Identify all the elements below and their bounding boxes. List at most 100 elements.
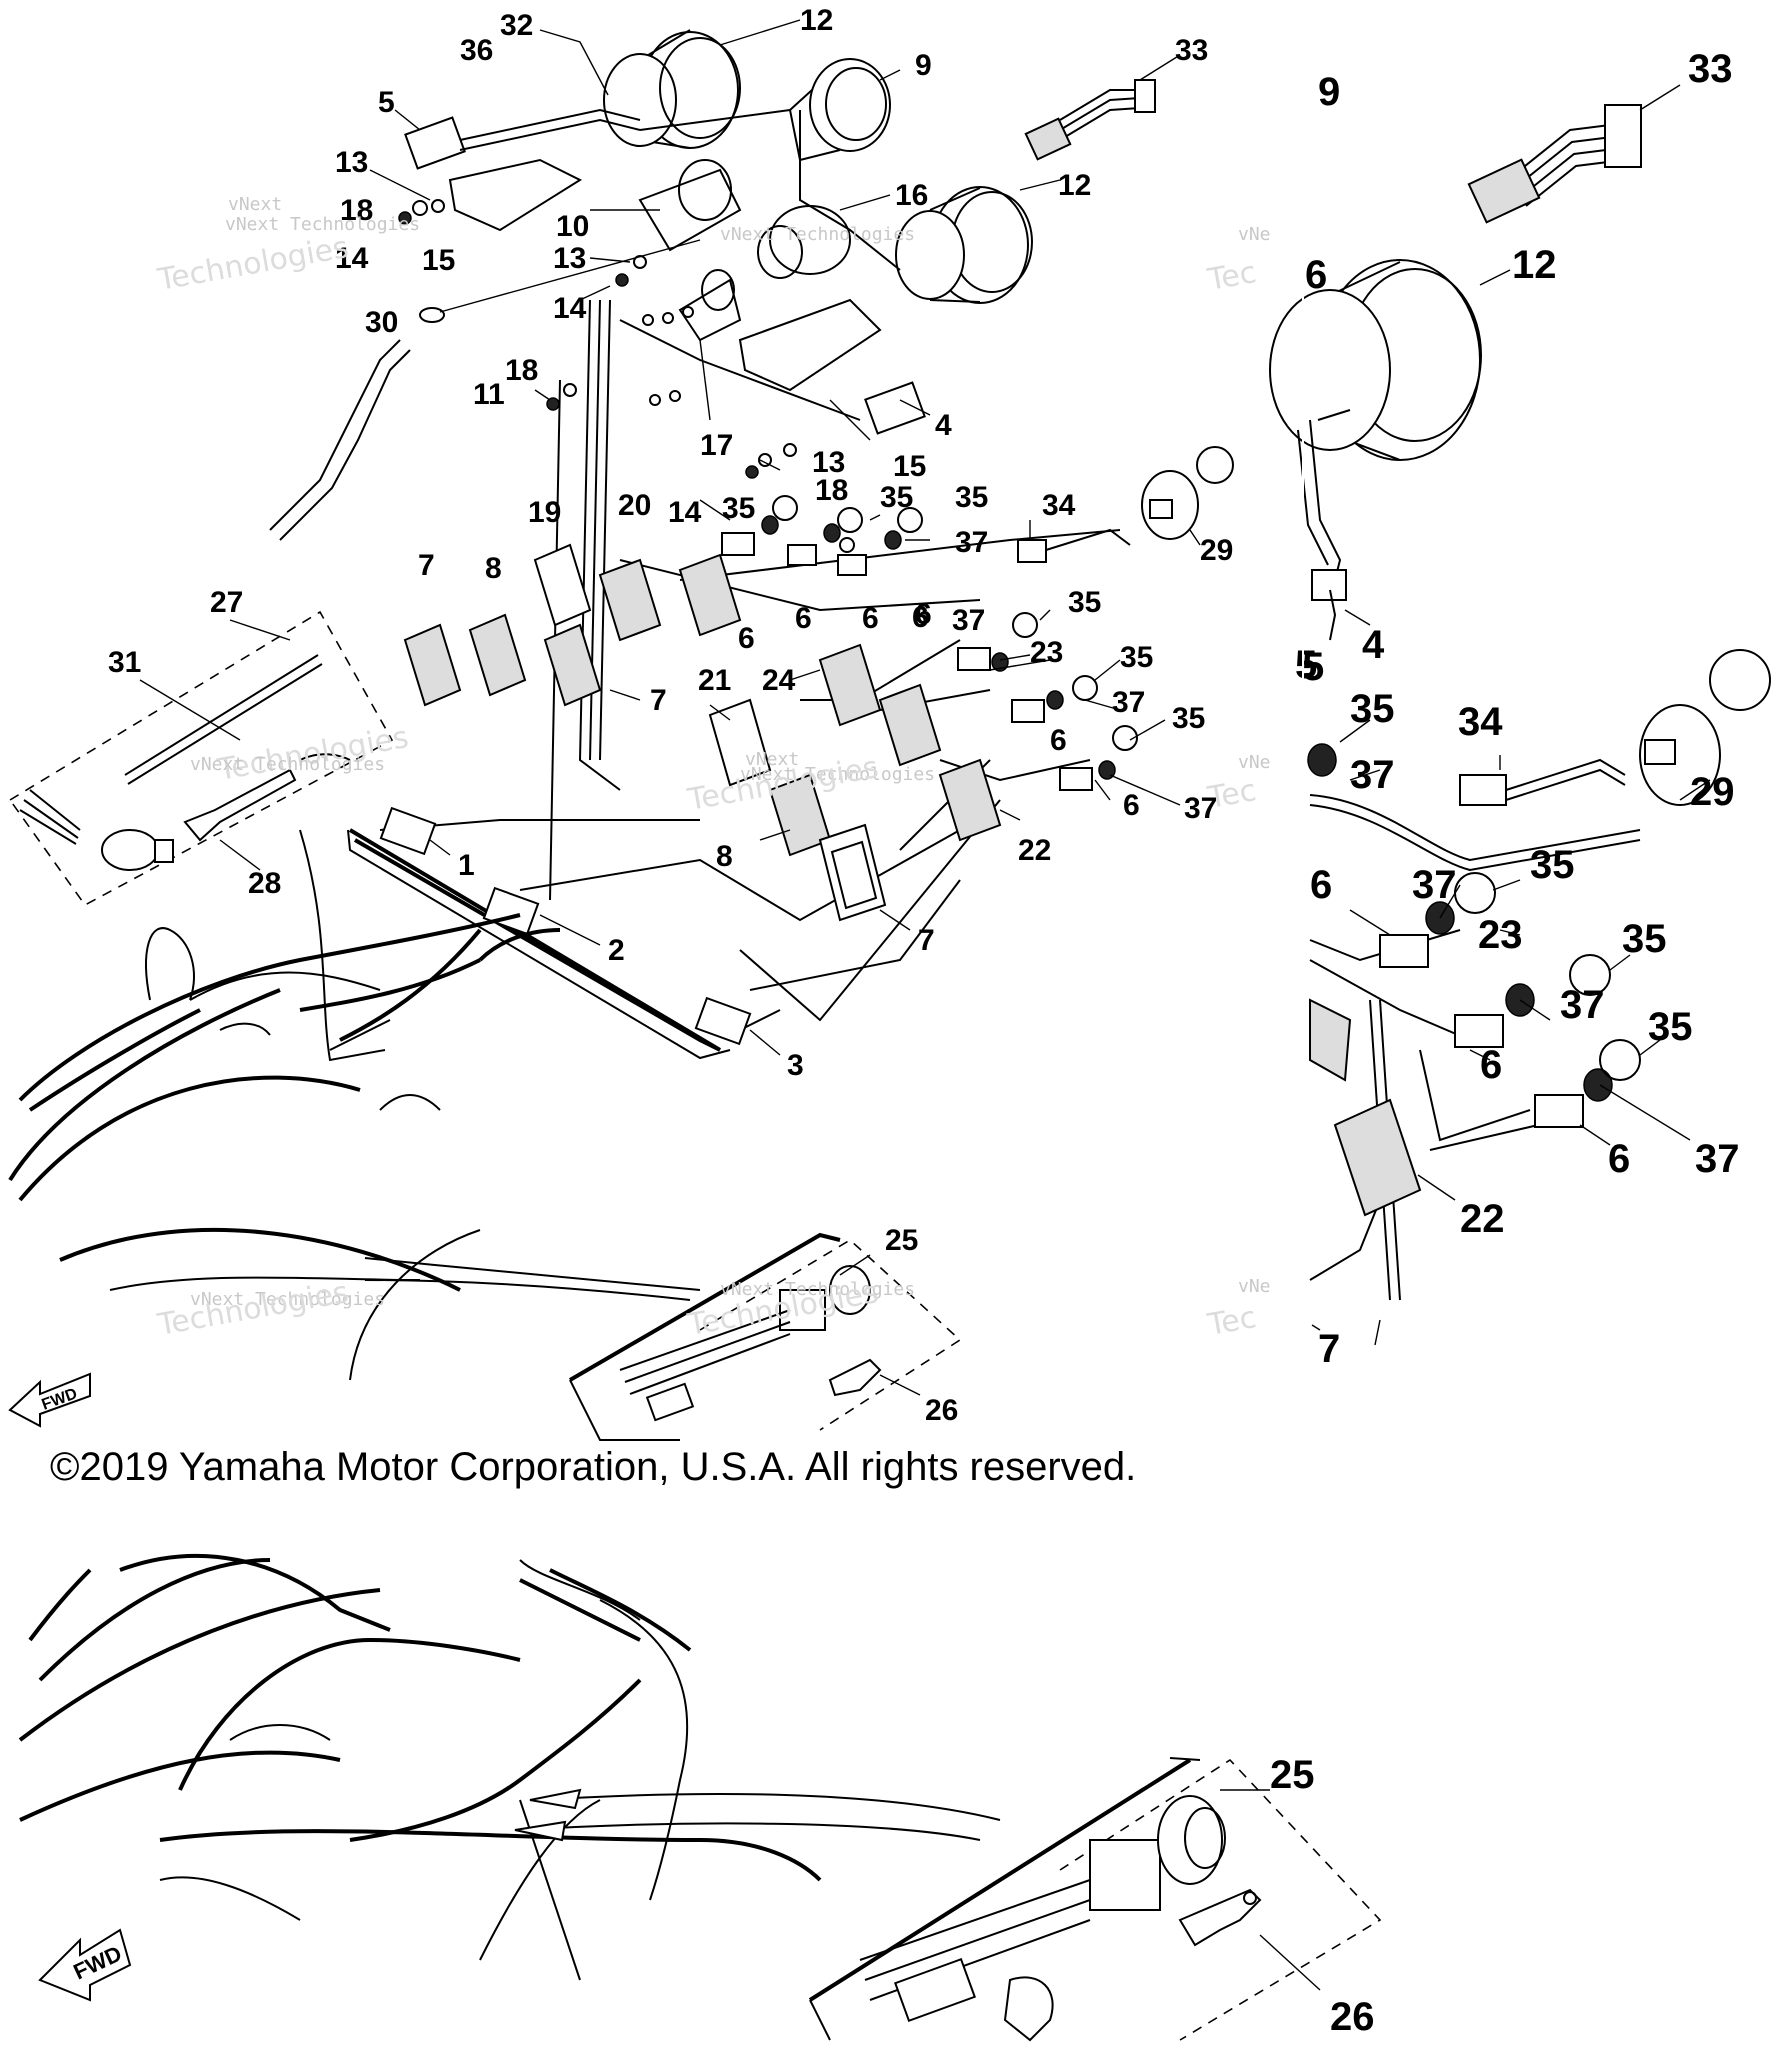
zoom-arrow-head-b — [514, 1820, 567, 1842]
callout: 35 — [1648, 1005, 1693, 1049]
bracket-17 — [678, 269, 742, 342]
switch-8-left — [468, 613, 527, 697]
callout: 14 — [668, 496, 702, 529]
cap-29 — [1141, 446, 1234, 540]
hose-30 — [269, 239, 701, 541]
watermark-fragment: vNext — [745, 749, 799, 770]
watercraft-hull — [8, 913, 561, 1381]
callout: 8 — [716, 840, 733, 873]
callout: 23 — [1478, 913, 1523, 957]
callout: 33 — [1175, 34, 1208, 67]
callout: 26 — [925, 1394, 958, 1427]
watermark-line-2: Technologies — [154, 230, 351, 298]
callout: 35 — [1350, 687, 1395, 731]
callout: 18 — [340, 194, 373, 227]
fasteners — [398, 199, 797, 479]
switch-7-left — [403, 623, 462, 707]
gauge-12-upper — [603, 29, 741, 149]
callout: 35 — [1068, 586, 1101, 619]
callout: 6 — [1123, 789, 1140, 822]
harness-to-hull — [339, 928, 482, 1042]
callout: 24 — [762, 664, 796, 697]
watermark-line-1: vNext Technologies — [190, 1289, 385, 1310]
watermark-line-1: vNext Technologies — [720, 1279, 915, 1300]
zoom-switch-22 — [1333, 1098, 1422, 1217]
callout: 29 — [1200, 534, 1233, 567]
fwd-arrow-icon: FWD — [8, 1372, 91, 1428]
callout: 7 — [918, 924, 935, 957]
callout: 35 — [1172, 702, 1205, 735]
gauge-bracket-10 — [638, 159, 742, 252]
zoom-arrow-head-a — [529, 1788, 582, 1810]
copyright-notice: ©2019 Yamaha Motor Corporation, U.S.A. A… — [50, 1445, 1137, 1489]
callout: 4 — [935, 409, 952, 442]
gauge-12-lower — [895, 186, 1033, 304]
callout: 35 — [722, 492, 755, 525]
grommets — [761, 495, 1138, 780]
callout: 35 — [1622, 917, 1667, 961]
callout: 5 — [1295, 643, 1317, 687]
watermark-fragment: Tec — [1204, 773, 1259, 816]
callout: 35 — [1530, 843, 1575, 887]
callout: 37 — [1112, 686, 1145, 719]
callout: 5 — [378, 86, 395, 119]
callout: 20 — [618, 489, 651, 522]
watermark-line-1: vNext Technologies — [720, 224, 915, 245]
callout: 6 — [1310, 863, 1332, 907]
callout: 15 — [422, 244, 455, 277]
zoom-arrow-lead-a — [539, 1793, 1001, 1821]
callout: 37 — [1560, 983, 1605, 1027]
callout: 30 — [365, 306, 398, 339]
callout: 32 — [500, 9, 533, 42]
callout: 34 — [1042, 489, 1076, 522]
callout: 37 — [1184, 792, 1217, 825]
zoom-key-26 — [1178, 1888, 1262, 1947]
callout: 16 — [895, 179, 928, 212]
plug-6-d — [957, 647, 991, 671]
callout: 10 — [556, 210, 589, 243]
connector-34 — [1017, 539, 1047, 563]
zoom-switch-23 — [1309, 998, 1352, 1082]
arrow-lead-b — [329, 1019, 391, 1051]
connector-3 — [694, 996, 752, 1046]
zoom-plug-6-b — [1454, 1014, 1504, 1048]
plug-6-b — [787, 544, 817, 566]
callout: 5 — [1302, 645, 1324, 689]
zoom-leader-lines — [1311, 84, 1711, 1346]
watermark-fragment: vNe — [1238, 752, 1271, 773]
callout: 6 — [1050, 724, 1067, 757]
zoom-panel-right: 9 33 6 12 4 5 35 34 29 37 35 6 37 23 35 … — [1269, 47, 1771, 1371]
callout: 13 — [335, 146, 368, 179]
watermark-line-1: vNext Technologies — [740, 764, 935, 785]
connector-5 — [404, 116, 466, 170]
callout: 7 — [650, 684, 667, 717]
switch-7-lower — [818, 823, 887, 922]
callout: 7 — [1318, 1327, 1340, 1371]
zoom-fwd-arrow-icon: FWD — [38, 1928, 132, 2002]
bracket-15-lower — [738, 298, 882, 392]
switch-22 — [938, 758, 1002, 842]
callout: 2 — [608, 934, 625, 967]
callout: 15 — [893, 450, 926, 483]
main-exploded-view: FWD — [8, 4, 1271, 1441]
plug-6-f — [1059, 767, 1093, 791]
callout: 37 — [955, 526, 988, 559]
callout: 37 — [1695, 1137, 1740, 1181]
switch-7-mid — [708, 698, 772, 787]
fwd-label: FWD — [40, 1385, 80, 1413]
callout: 6 — [738, 622, 755, 655]
callout: 4 — [1362, 623, 1385, 667]
callout: 6 — [795, 602, 812, 635]
switch-20 — [598, 558, 662, 642]
watermark-line-1: vNext Technologies — [190, 754, 385, 775]
switch-19 — [533, 543, 602, 707]
zoom-callouts: 9 33 6 12 4 5 35 34 29 37 35 6 37 23 35 … — [1295, 47, 1740, 1371]
callout: 6 — [1305, 253, 1327, 297]
plug-6-c — [837, 554, 867, 576]
callout: 6 — [1480, 1043, 1502, 1087]
callout: 7 — [418, 549, 435, 582]
callout: 33 — [1688, 47, 1733, 91]
callout: 6 — [862, 602, 879, 635]
zoom-harness — [1309, 794, 1641, 1301]
